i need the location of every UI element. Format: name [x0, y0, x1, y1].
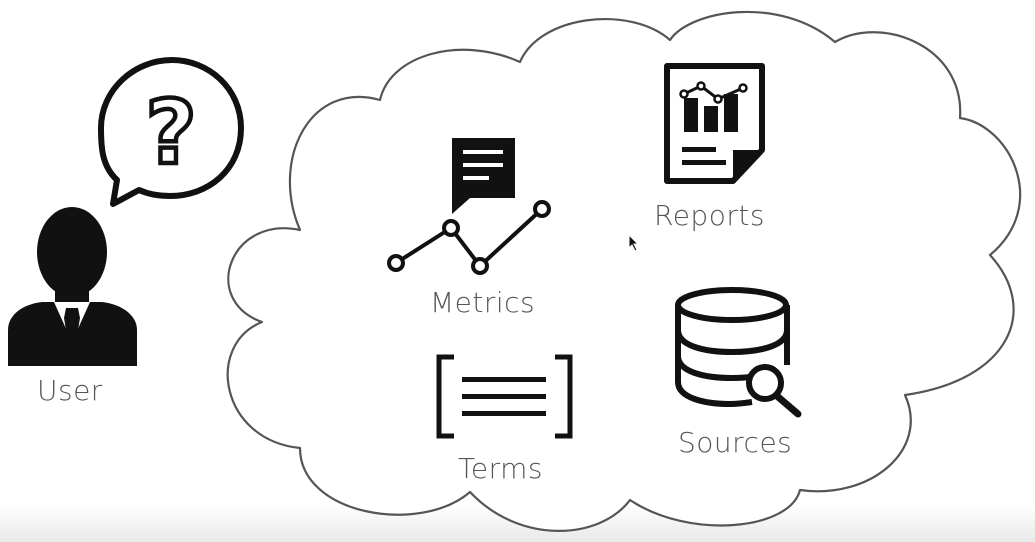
question-speech-bubble-icon: ?: [98, 57, 244, 207]
cloud-shape: [226, 10, 1022, 532]
person-in-suit-icon: [8, 207, 137, 366]
question-mark: ?: [145, 81, 196, 184]
bracketed-text-icon: [436, 354, 573, 439]
terms-label: Terms: [458, 452, 543, 485]
reports-label: Reports: [654, 199, 765, 232]
sources-label: Sources: [678, 426, 793, 459]
mouse-pointer-icon: [628, 234, 640, 252]
database-search-icon: [675, 287, 802, 418]
user-label: User: [37, 374, 103, 407]
metrics-label: Metrics: [430, 286, 536, 319]
line-chart-with-comment-icon: [387, 138, 551, 275]
report-document-icon: [664, 63, 765, 184]
